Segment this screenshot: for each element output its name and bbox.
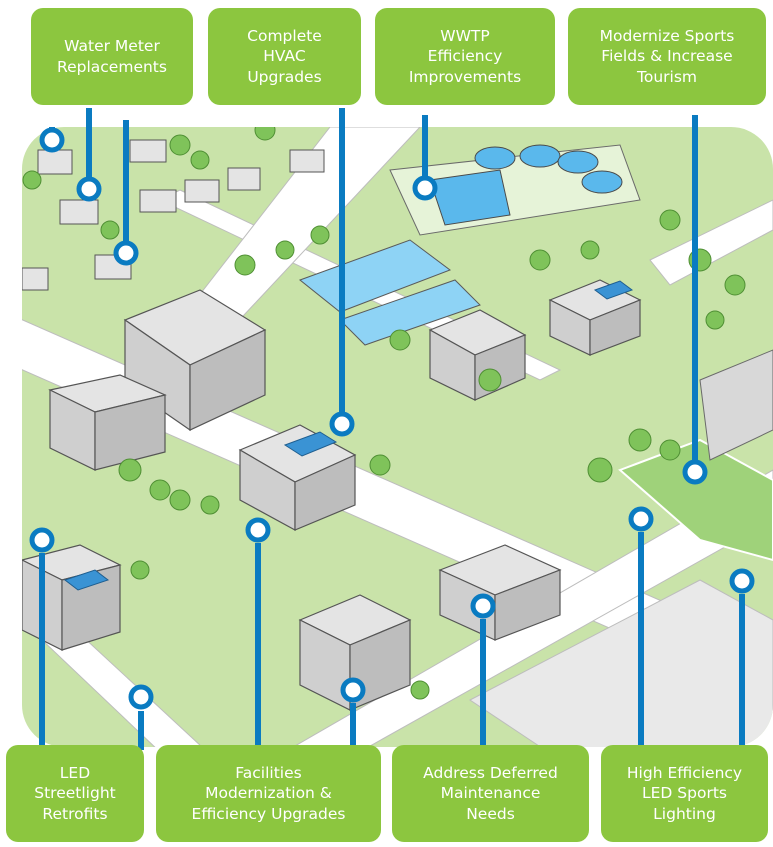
callout-line: Retrofits (42, 804, 108, 823)
callout-line: Maintenance (440, 784, 541, 803)
callout-line: Tourism (637, 67, 697, 86)
leader-lines (39, 108, 745, 750)
callout-line: HVAC (263, 47, 306, 66)
callout-line: Efficiency (427, 47, 503, 66)
solar-panels (63, 280, 634, 591)
football-field (618, 349, 773, 562)
callout-line: Water Meter (64, 37, 160, 56)
callout-line: LED Sports (642, 784, 727, 803)
callout-line: Address Deferred (423, 763, 558, 782)
pool-complex (298, 239, 481, 346)
callout-line: Needs (466, 804, 515, 823)
callout-line: Modernize Sports (599, 26, 735, 45)
callout-line: Streetlight (34, 784, 116, 803)
callout-line: Replacements (57, 57, 167, 76)
callout-line: Fields & Increase (601, 47, 733, 66)
callout-line: LED (59, 763, 91, 782)
callout-line: Modernization & (205, 784, 332, 803)
ring-marker-icon (29, 127, 755, 710)
callout-line: Facilities (235, 763, 302, 782)
callout-line: Efficiency Upgrades (191, 804, 346, 823)
callout-line: Improvements (408, 67, 522, 86)
callout-line: Lighting (653, 804, 716, 823)
callout-line: High Efficiency (626, 763, 743, 782)
callout-line: Upgrades (247, 67, 322, 86)
treatment-plant (389, 144, 641, 236)
callout-line: WWTP (440, 26, 490, 45)
callout-line: Complete (247, 26, 322, 45)
